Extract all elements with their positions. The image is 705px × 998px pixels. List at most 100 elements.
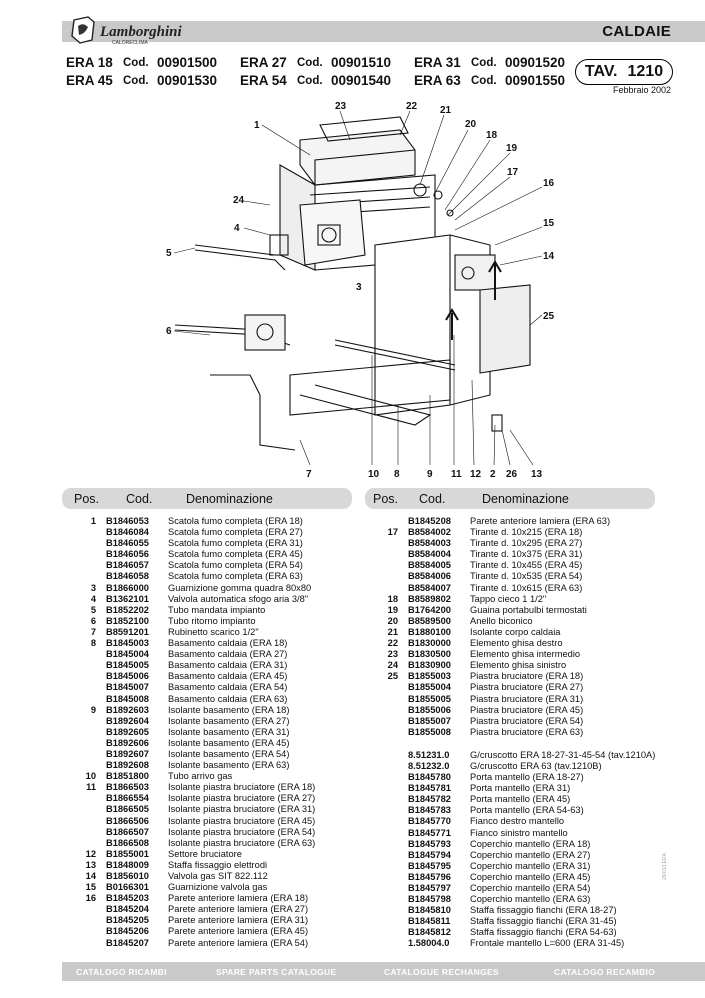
callout-label: 21 [440, 105, 452, 116]
part-description: Tubo arrivo gas [168, 771, 233, 782]
part-code: B1892603 [106, 704, 149, 715]
part-code: B1845795 [408, 860, 451, 871]
part-description: Parete anteriore lamiera (ERA 54) [168, 937, 309, 948]
part-code: B1845771 [408, 827, 451, 838]
footer-label: SPARE PARTS CATALOGUE [216, 966, 337, 977]
part-code: B1855005 [408, 693, 451, 704]
part-code: B1855003 [408, 671, 451, 682]
callout-label: 5 [166, 248, 172, 259]
part-position: 4 [90, 593, 96, 604]
part-position [370, 839, 398, 850]
part-code: B1830500 [408, 649, 451, 660]
part-code: B1892608 [106, 760, 149, 771]
part-position: 21 [387, 626, 398, 637]
callout-label: 3 [356, 282, 362, 293]
part-code: B1846053 [106, 516, 149, 526]
part-position: 19 [387, 604, 398, 615]
model-name: ERA 54 [240, 73, 287, 88]
part-description: Parete anteriore lamiera (ERA 31) [168, 915, 309, 926]
part-code: B1845770 [408, 816, 451, 827]
part-code: B1855006 [408, 704, 451, 715]
part-description: Porta mantello (ERA 31) [470, 783, 571, 794]
model-code: 00901520 [505, 55, 566, 70]
part-description: Isolante piastra bruciatore (ERA 63) [168, 837, 316, 848]
part-position [370, 549, 398, 560]
part-description: Porta mantello (ERA 45) [470, 794, 571, 805]
part-position: 24 [387, 660, 398, 671]
part-code: B1845208 [408, 516, 451, 526]
part-position [370, 783, 398, 794]
part-position [68, 649, 96, 660]
part-description: Elemento ghisa destro [470, 638, 563, 649]
part-code: B1856010 [106, 871, 149, 881]
model-name: ERA 45 [66, 73, 113, 88]
footer-label: CATALOGO RICAMBI [76, 966, 167, 977]
part-position [68, 527, 96, 538]
col-pos: Pos. [373, 491, 399, 506]
part-position [370, 772, 398, 783]
part-position: 5 [90, 604, 96, 615]
part-code: B1866505 [106, 804, 149, 815]
tav-number: 1210 [627, 63, 664, 80]
part-description: Tirante d. 10x295 (ERA 27) [470, 538, 583, 549]
part-position [370, 538, 398, 549]
callout-label: 17 [507, 167, 519, 178]
part-description: Coperchio mantello (ERA 27) [470, 849, 591, 860]
section-title: CALDAIE [602, 23, 671, 40]
part-code: B8584004 [408, 549, 451, 560]
part-description: Isolante piastra bruciatore (ERA 54) [168, 826, 316, 837]
part-code: B1866000 [106, 582, 149, 593]
callout-label: 26 [506, 469, 518, 480]
part-position [370, 716, 398, 727]
part-code: B1848009 [106, 859, 149, 870]
part-code: B1852202 [106, 604, 149, 615]
part-code: B1845782 [408, 794, 451, 805]
part-position: 1 [90, 516, 96, 526]
part-description: G/cruscotto ERA 63 (tav.1210B) [470, 760, 602, 771]
part-description: Isolante piastra bruciatore (ERA 27) [168, 793, 316, 804]
part-description: Isolante piastra bruciatore (ERA 45) [168, 815, 316, 826]
col-cod: Cod. [126, 491, 153, 506]
callout-label: 16 [543, 178, 555, 189]
part-code: B1845783 [408, 805, 451, 816]
part-description: G/cruscotto ERA 18-27-31-45-54 (tav.1210… [470, 749, 656, 760]
part-description: Tubo ritorno impianto [168, 615, 256, 626]
part-code: B1845811 [408, 916, 451, 927]
part-position [68, 793, 96, 804]
part-description: Isolante piastra bruciatore (ERA 18) [168, 782, 316, 793]
part-position: 15 [85, 882, 96, 893]
part-description: Basamento caldaia (ERA 54) [168, 682, 288, 693]
part-description: Scatola fumo completa (ERA 63) [168, 571, 303, 582]
part-position [370, 905, 398, 916]
part-description: Guarnizione valvola gas [168, 882, 268, 893]
part-position [370, 805, 398, 816]
part-code: B1845207 [106, 937, 149, 948]
part-description: Staffa fissaggio fianchi (ERA 18-27) [470, 905, 617, 916]
part-code: B1846056 [106, 549, 149, 560]
part-code: B1845205 [106, 915, 149, 926]
part-code: B1362101 [106, 593, 149, 604]
part-position [370, 883, 398, 894]
part-position [68, 560, 96, 571]
brand-logo: Lamborghini CALORECLIMA [68, 14, 218, 46]
part-code: B8591201 [106, 626, 149, 637]
